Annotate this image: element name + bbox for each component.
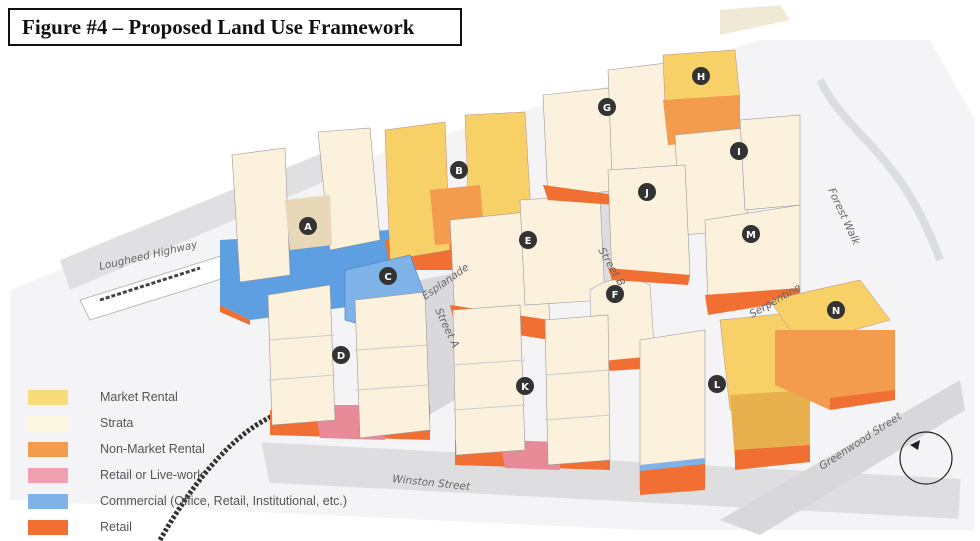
svg-text:K: K <box>521 382 530 393</box>
marker-l: L <box>708 375 726 393</box>
svg-text:D: D <box>337 351 345 362</box>
building-m[interactable] <box>704 204 801 315</box>
greenwood-street-road <box>720 380 965 535</box>
swatch-commercial <box>28 493 68 509</box>
legend: Market Rental Strata Non-Market Rental R… <box>28 384 347 540</box>
marker-i: I <box>730 142 748 160</box>
svg-text:J: J <box>644 188 649 199</box>
rail-strip <box>720 5 790 35</box>
figure-title-box: Figure #4 – Proposed Land Use Framework <box>8 8 462 46</box>
north-arrow-icon <box>899 431 953 485</box>
svg-text:B: B <box>455 166 463 177</box>
marker-n: N <box>827 301 845 319</box>
marker-h: H <box>692 67 710 85</box>
legend-item-retail: Retail <box>28 514 347 540</box>
svg-text:M: M <box>746 230 756 241</box>
svg-text:L: L <box>714 380 721 391</box>
svg-text:C: C <box>384 272 391 283</box>
legend-item-market-rental: Market Rental <box>28 384 347 410</box>
svg-text:N: N <box>832 306 840 317</box>
building-markers: A B C D E F G H I J K L M N <box>299 67 845 395</box>
marker-b: B <box>450 161 468 179</box>
swatch-non-market-rental <box>28 441 68 457</box>
marker-j: J <box>638 183 656 201</box>
legend-item-strata: Strata <box>28 410 347 436</box>
svg-text:F: F <box>612 290 619 301</box>
svg-text:A: A <box>304 222 312 233</box>
figure-title: Figure #4 – Proposed Land Use Framework <box>22 14 415 39</box>
marker-k: K <box>516 377 534 395</box>
building-k[interactable] <box>452 304 611 470</box>
swatch-retail <box>28 519 68 535</box>
building-i[interactable] <box>674 114 801 236</box>
legend-item-retail-live-work: Retail or Live-work <box>28 462 347 488</box>
swatch-strata <box>28 415 68 431</box>
marker-c: C <box>379 267 397 285</box>
skytrain-guideway <box>157 412 276 541</box>
legend-item-non-market-rental: Non-Market Rental <box>28 436 347 462</box>
building-g[interactable] <box>542 61 681 205</box>
marker-f: F <box>606 285 624 303</box>
svg-text:H: H <box>697 72 705 83</box>
marker-e: E <box>519 231 537 249</box>
building-tower-near-l[interactable] <box>639 329 706 495</box>
marker-d: D <box>332 346 350 364</box>
building-d[interactable] <box>267 284 431 440</box>
svg-text:E: E <box>525 236 532 247</box>
svg-text:G: G <box>603 103 611 114</box>
swatch-retail-live-work <box>28 467 68 483</box>
legend-item-commercial: Commercial (Office, Retail, Institutiona… <box>28 488 347 514</box>
svg-text:I: I <box>737 147 741 158</box>
marker-a: A <box>299 217 317 235</box>
building-j[interactable] <box>607 164 691 285</box>
marker-g: G <box>598 98 616 116</box>
swatch-market-rental <box>28 389 68 405</box>
forest-walk-path <box>816 78 944 262</box>
marker-m: M <box>742 225 760 243</box>
skytrain-track <box>99 266 201 302</box>
